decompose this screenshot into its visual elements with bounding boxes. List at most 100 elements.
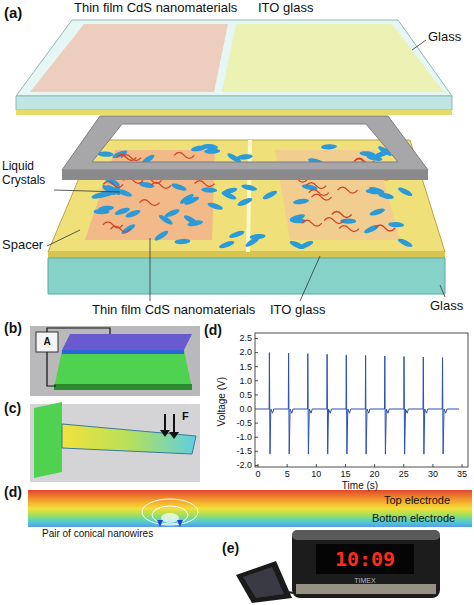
- liquid-crystals-part: [397, 237, 414, 249]
- liquid-crystals-part: [312, 194, 332, 200]
- axis-title: Time (s): [342, 480, 378, 492]
- voltage-plot-part: [255, 333, 468, 467]
- voltage-plot-part: [255, 409, 258, 410]
- force-label: F: [182, 410, 189, 423]
- field-map-part: [177, 520, 183, 527]
- leader-line-part: [54, 190, 120, 192]
- part-label: Glass: [428, 30, 461, 45]
- panel-letter: (e): [222, 540, 239, 556]
- liquid-crystals: [91, 143, 414, 250]
- voltage-plot: [255, 333, 468, 467]
- voltage-plot-part: [255, 465, 258, 466]
- liquid-crystals-part: [236, 197, 253, 208]
- spacer-frame-part: [62, 170, 428, 180]
- tick-label: -1.0: [236, 432, 252, 442]
- clock-photo-part: [316, 544, 414, 574]
- panel-letter: (c): [4, 400, 21, 416]
- cantilever-render-part: [173, 414, 175, 434]
- circuit-render-part: [54, 350, 192, 388]
- tick-label: 20: [370, 469, 380, 479]
- part-label: Pair of conical nanowires: [42, 528, 153, 540]
- liquid-crystals-part: [338, 187, 358, 193]
- circuit-render-part: [62, 350, 184, 354]
- voltage-plot-part: [432, 464, 433, 467]
- electrode-label: Top electrode: [384, 494, 450, 507]
- liquid-crystals-part: [174, 238, 190, 244]
- liquid-crystals-part: [228, 229, 245, 239]
- part-label: ITO glass: [270, 303, 325, 318]
- voltage-plot-part: [255, 394, 258, 395]
- liquid-crystals-part: [324, 218, 344, 224]
- voltage-plot-part: [255, 366, 258, 367]
- part-label: Liquid Crystals: [2, 160, 54, 188]
- liquid-crystals-part: [218, 240, 235, 250]
- bottom-plate-part: [48, 252, 445, 258]
- voltage-plot-part: [255, 437, 258, 438]
- tick-label: 25: [399, 469, 409, 479]
- circuit-render-part: [62, 334, 192, 350]
- tick-label: -0.5: [236, 418, 252, 428]
- circuit-render: [30, 326, 200, 396]
- liquid-crystals-part: [153, 229, 169, 242]
- tick-label: -1.5: [236, 446, 252, 456]
- cantilever-render-part: [62, 424, 196, 454]
- tick-label: 30: [428, 469, 438, 479]
- liquid-crystals-part: [179, 192, 195, 205]
- top-plate: [16, 20, 452, 115]
- leader-line-part: [47, 230, 80, 246]
- voltage-plot-part: [255, 451, 258, 452]
- voltage-plot-part: [258, 353, 459, 455]
- top-plate-part: [16, 110, 452, 115]
- part-label: ITO glass: [258, 1, 313, 16]
- liquid-crystals-part: [151, 182, 171, 188]
- liquid-crystals-part: [201, 187, 217, 193]
- tick-label: 0.5: [239, 390, 252, 400]
- tick-label: -2.0: [236, 460, 252, 470]
- tick-label: 2.5: [239, 333, 252, 343]
- top-plate-part: [222, 24, 444, 92]
- liquid-crystals-part: [195, 181, 215, 187]
- leader-line-part: [300, 256, 320, 301]
- voltage-plot-part: [403, 464, 404, 467]
- leader-line: [47, 40, 445, 301]
- tick-label: 1.5: [239, 362, 252, 372]
- part-label: Thin film CdS nanomaterials: [74, 1, 237, 16]
- liquid-crystals-part: [140, 200, 160, 206]
- field-map-part: [142, 499, 198, 525]
- liquid-crystals-part: [302, 220, 322, 226]
- spacer-frame: [62, 116, 428, 180]
- liquid-crystals-part: [204, 148, 220, 154]
- liquid-crystals-part: [183, 214, 199, 227]
- brand-label: TIMEX: [354, 577, 375, 585]
- part-label: Thin film CdS nanomaterials: [92, 303, 255, 318]
- liquid-crystals-part: [103, 222, 123, 228]
- panel-letter: (d): [204, 322, 222, 338]
- liquid-crystals-part: [306, 183, 326, 189]
- axis-title: Voltage (V): [216, 377, 228, 426]
- leader-line-part: [440, 285, 445, 297]
- clock-photo: [236, 530, 440, 603]
- liquid-crystals-part: [174, 152, 194, 158]
- voltage-plot-part: [287, 464, 288, 467]
- voltage-plot-part: [255, 352, 258, 353]
- circuit-render-part: [54, 384, 192, 390]
- clock-photo-part: [296, 584, 436, 594]
- cantilever-render-part: [169, 432, 179, 439]
- liquid-crystals-part: [171, 182, 188, 192]
- field-map-part: [28, 490, 472, 527]
- bottom-plate-part: [48, 258, 445, 294]
- liquid-crystals-part: [321, 144, 337, 150]
- liquid-crystals-part: [120, 223, 136, 236]
- voltage-plot-part: [345, 464, 346, 467]
- clock-photo-part: [236, 561, 292, 603]
- clock-photo-part: [243, 567, 284, 598]
- liquid-crystals-part: [98, 205, 115, 212]
- field-map-part: [161, 513, 179, 523]
- liquid-crystals-part: [244, 235, 260, 248]
- electrode-label: Bottom electrode: [372, 512, 455, 525]
- clock-digits: 10:09: [335, 548, 395, 571]
- circuit-render-part: [36, 332, 58, 352]
- cantilever-render: [30, 402, 200, 482]
- cantilever-render-part: [34, 402, 62, 478]
